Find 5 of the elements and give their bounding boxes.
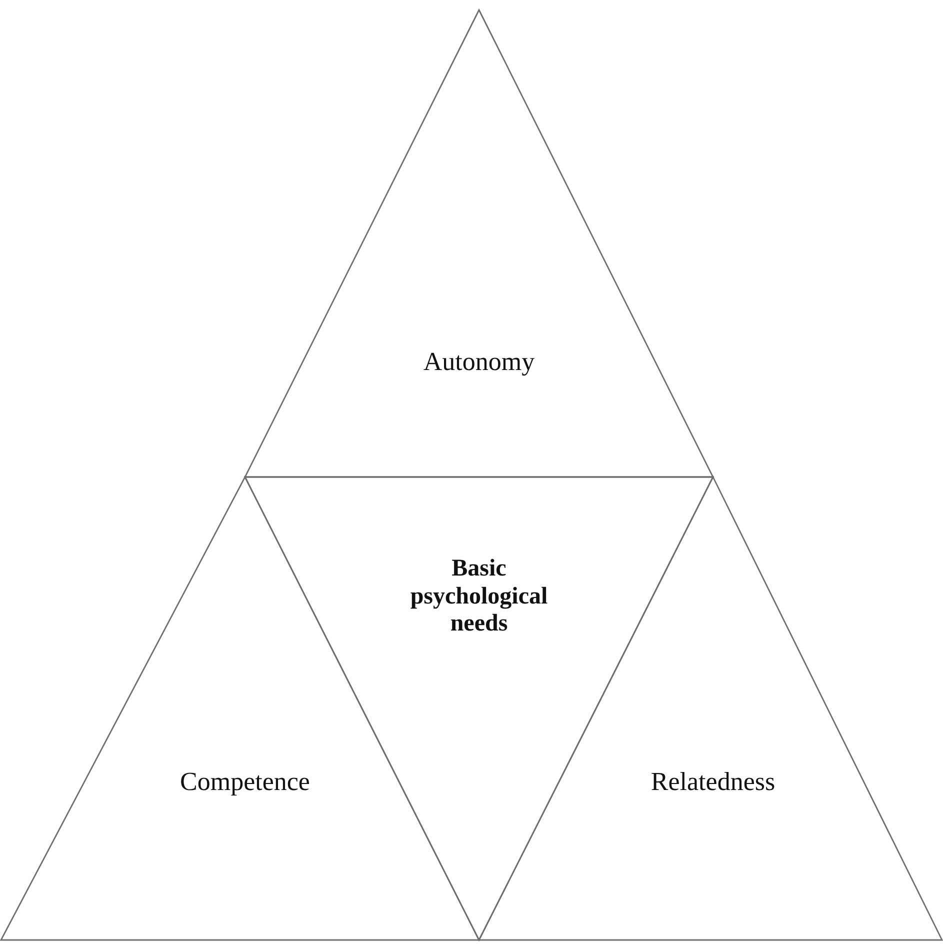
node-label: Autonomy	[422, 347, 536, 377]
node-label: Basic psychological needs	[409, 556, 549, 638]
node-label: Competence	[179, 767, 311, 797]
triangle-shape	[245, 10, 713, 477]
node-label: Relatedness	[650, 767, 776, 797]
